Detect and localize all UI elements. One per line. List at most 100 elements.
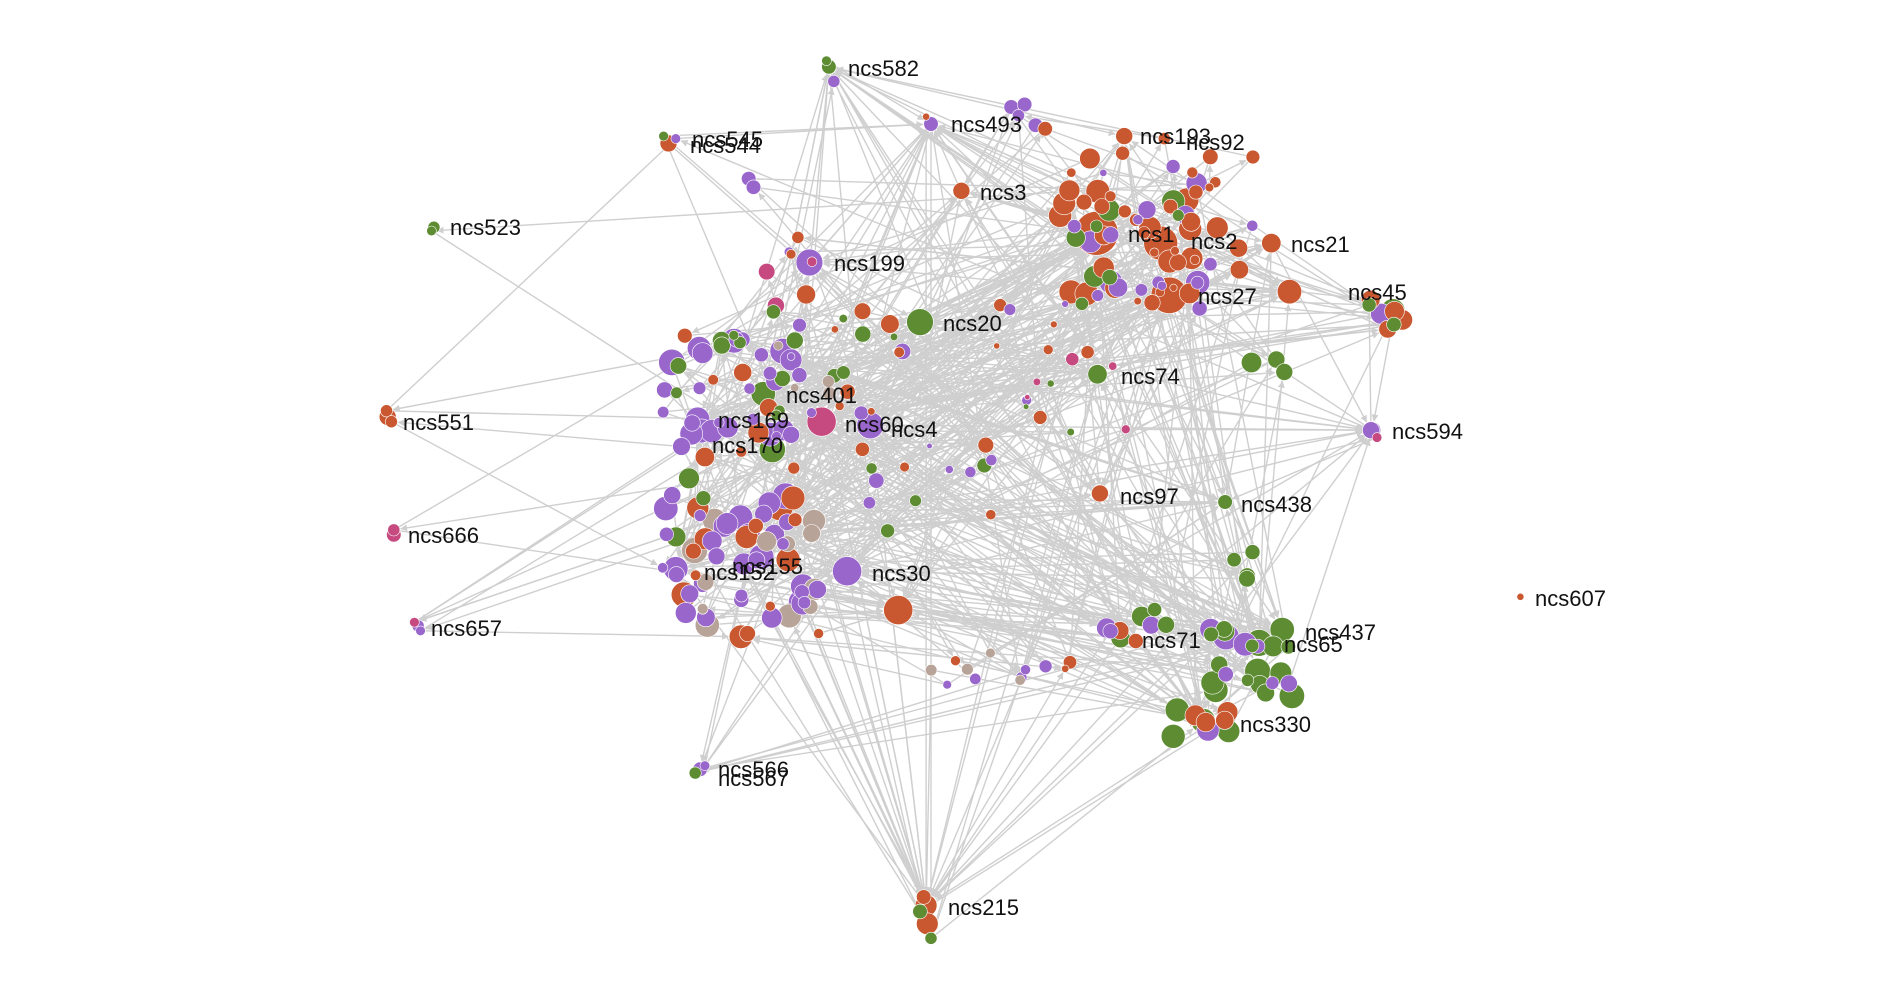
graph-node[interactable]	[683, 414, 701, 432]
graph-node[interactable]	[1267, 350, 1286, 369]
graph-node[interactable]	[1206, 216, 1229, 239]
graph-node[interactable]	[426, 225, 437, 237]
graph-node[interactable]	[656, 381, 674, 399]
graph-node[interactable]	[964, 466, 977, 478]
graph-node[interactable]	[1050, 320, 1058, 329]
graph-node[interactable]	[883, 595, 914, 626]
graph-node[interactable]	[1157, 615, 1175, 634]
graph-node[interactable]	[822, 375, 835, 388]
graph-node[interactable]	[1137, 226, 1151, 239]
graph-node[interactable]	[707, 547, 726, 566]
graph-node[interactable]	[791, 367, 808, 384]
graph-node[interactable]	[1195, 712, 1216, 733]
graph-node[interactable]	[1012, 109, 1025, 122]
graph-node[interactable]	[944, 464, 954, 474]
graph-node[interactable]	[1157, 280, 1167, 291]
graph-node[interactable]	[1190, 275, 1205, 290]
graph-node[interactable]	[836, 365, 851, 380]
graph-node-ncs97[interactable]	[1091, 484, 1109, 503]
graph-node[interactable]	[1108, 361, 1118, 371]
graph-node[interactable]	[893, 346, 905, 358]
graph-node[interactable]	[1241, 673, 1255, 687]
graph-node[interactable]	[415, 625, 426, 636]
graph-node[interactable]	[1066, 427, 1075, 437]
graph-node[interactable]	[657, 562, 669, 574]
graph-node[interactable]	[677, 328, 693, 344]
graph-node[interactable]	[1181, 212, 1201, 232]
graph-node[interactable]	[1118, 204, 1132, 219]
graph-node[interactable]	[889, 332, 899, 342]
graph-node[interactable]	[764, 600, 776, 612]
graph-node[interactable]	[1066, 167, 1077, 178]
graph-node[interactable]	[1115, 145, 1130, 161]
graph-node[interactable]	[771, 431, 782, 442]
graph-node[interactable]	[1093, 198, 1111, 215]
graph-node[interactable]	[1200, 670, 1225, 695]
graph-node[interactable]	[912, 903, 928, 920]
graph-node[interactable]	[707, 374, 719, 386]
graph-node[interactable]	[669, 357, 688, 375]
graph-node[interactable]	[790, 383, 800, 393]
graph-node[interactable]	[758, 263, 776, 281]
graph-node[interactable]	[977, 436, 994, 454]
graph-node[interactable]	[754, 504, 773, 524]
graph-node[interactable]	[1037, 121, 1053, 137]
graph-node[interactable]	[659, 526, 674, 542]
graph-node[interactable]	[1217, 666, 1234, 683]
graph-node[interactable]	[785, 249, 797, 260]
graph-node[interactable]	[1046, 379, 1055, 388]
graph-node[interactable]	[1246, 219, 1259, 232]
graph-node[interactable]	[1065, 352, 1080, 367]
graph-node[interactable]	[695, 490, 712, 507]
graph-node[interactable]	[868, 472, 885, 489]
graph-node[interactable]	[1245, 149, 1261, 165]
graph-node[interactable]	[1226, 552, 1242, 568]
graph-node[interactable]	[1014, 674, 1026, 686]
graph-node[interactable]	[745, 179, 762, 195]
graph-node[interactable]	[1032, 410, 1048, 425]
graph-node[interactable]	[1165, 159, 1181, 174]
graph-node[interactable]	[1147, 602, 1162, 617]
graph-node[interactable]	[1203, 626, 1219, 642]
graph-node[interactable]	[1191, 300, 1208, 317]
graph-node[interactable]	[867, 407, 876, 416]
graph-node[interactable]	[691, 342, 714, 364]
graph-node[interactable]	[712, 336, 731, 355]
graph-node-ncs170[interactable]	[694, 446, 715, 467]
graph-node[interactable]	[715, 512, 739, 535]
graph-node[interactable]	[670, 386, 683, 399]
graph-node[interactable]	[961, 662, 974, 676]
graph-node[interactable]	[1189, 254, 1200, 265]
graph-node[interactable]	[993, 342, 1001, 350]
graph-node[interactable]	[409, 617, 420, 628]
graph-node[interactable]	[1361, 297, 1377, 313]
graph-node[interactable]	[668, 566, 685, 583]
graph-node[interactable]	[713, 416, 725, 428]
graph-node[interactable]	[865, 462, 878, 475]
graph-node[interactable]	[1022, 403, 1030, 410]
graph-node[interactable]	[1032, 377, 1041, 387]
graph-node[interactable]	[1024, 394, 1031, 401]
graph-node[interactable]	[1238, 570, 1256, 588]
graph-node[interactable]	[733, 363, 753, 382]
graph-node[interactable]	[796, 284, 816, 305]
graph-node[interactable]	[950, 655, 961, 667]
graph-node[interactable]	[672, 437, 691, 456]
graph-node[interactable]	[839, 383, 856, 400]
graph-node[interactable]	[674, 602, 697, 624]
graph-node[interactable]	[838, 314, 848, 324]
graph-node[interactable]	[699, 760, 711, 771]
graph-node[interactable]	[1245, 638, 1260, 653]
graph-node[interactable]	[754, 347, 769, 363]
graph-node[interactable]	[806, 407, 817, 418]
graph-node[interactable]	[797, 595, 812, 610]
graph-node[interactable]	[1132, 214, 1144, 226]
graph-node[interactable]	[780, 485, 806, 511]
graph-node[interactable]	[786, 352, 796, 361]
graph-node[interactable]	[728, 329, 740, 341]
graph-node[interactable]	[1080, 345, 1095, 360]
graph-node[interactable]	[1244, 544, 1261, 560]
graph-node[interactable]	[1280, 639, 1296, 655]
graph-node[interactable]	[827, 75, 841, 88]
graph-node[interactable]	[735, 445, 748, 458]
